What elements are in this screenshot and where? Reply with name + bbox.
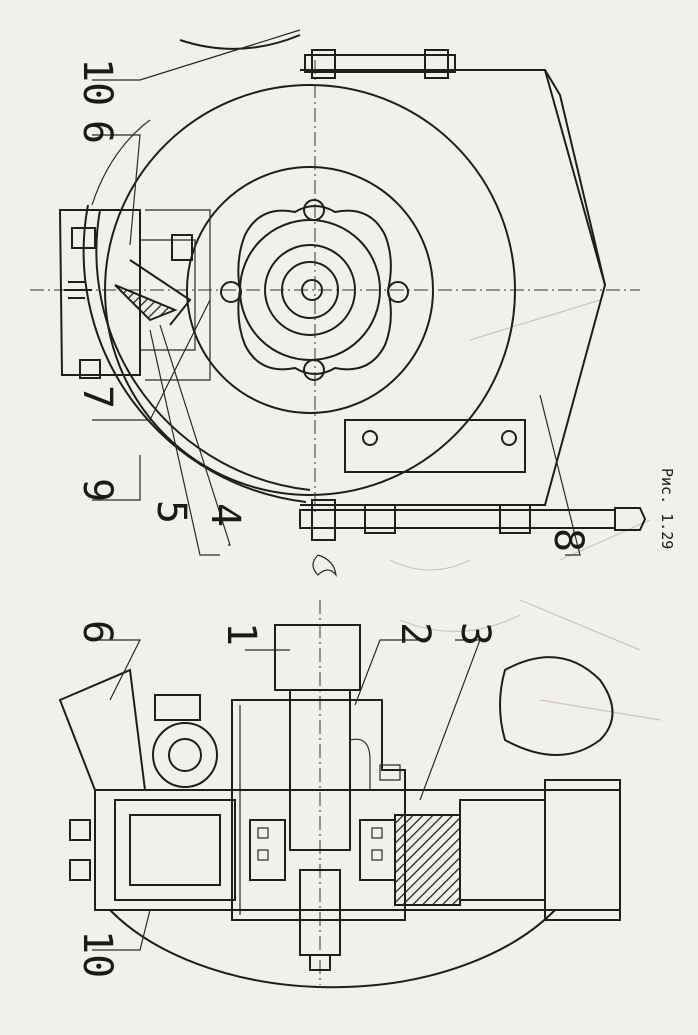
callout-4: 4 bbox=[202, 503, 248, 527]
callout-10-bottom: 10 bbox=[74, 930, 120, 978]
callout-7: 7 bbox=[74, 385, 120, 409]
callout-10-top: 10 bbox=[74, 58, 120, 106]
callout-2: 2 bbox=[392, 622, 438, 646]
callout-3: 3 bbox=[452, 622, 498, 646]
callout-labels: 10 6 7 9 5 4 8 6 1 2 3 10 bbox=[74, 58, 591, 978]
callout-1: 1 bbox=[218, 622, 264, 646]
callout-8: 8 bbox=[545, 528, 591, 552]
callout-5: 5 bbox=[148, 500, 194, 524]
figure-caption: Рис. 1.29 bbox=[658, 468, 676, 549]
callout-6-top: 6 bbox=[74, 120, 120, 144]
bleed-through bbox=[389, 299, 661, 721]
lower-view bbox=[58, 600, 621, 989]
callout-9: 9 bbox=[74, 478, 120, 502]
upper-view bbox=[30, 34, 647, 578]
leader-lines bbox=[92, 29, 581, 951]
callout-6-bottom: 6 bbox=[74, 620, 120, 644]
